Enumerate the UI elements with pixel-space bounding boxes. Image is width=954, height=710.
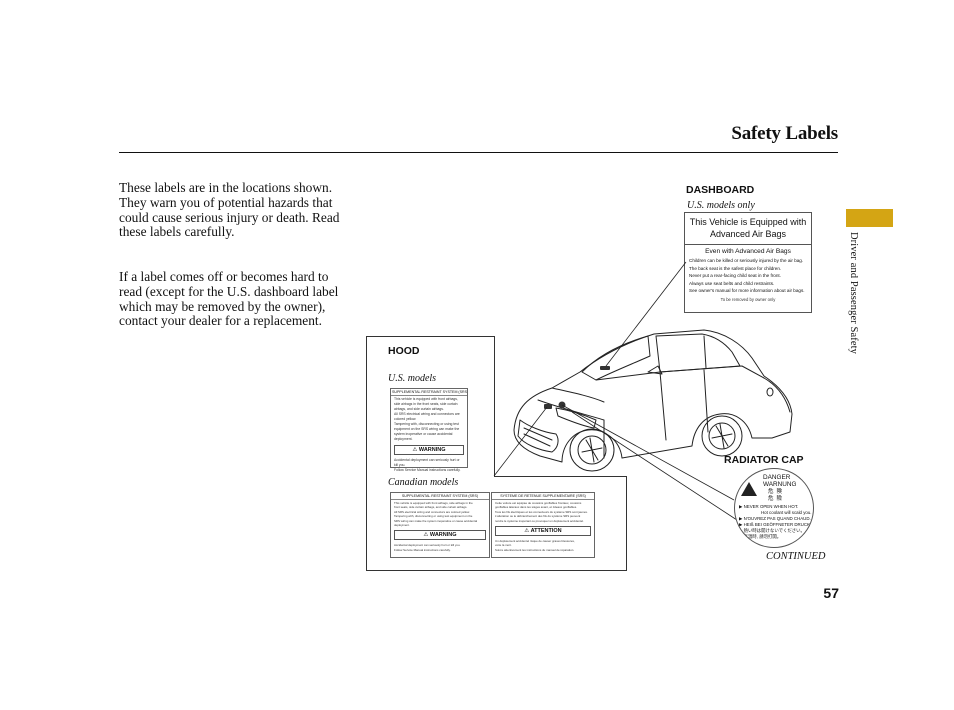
replacement-paragraph: If a label comes off or becomes hard to … bbox=[119, 269, 339, 329]
label-line: All SRS electrical wiring and connectors… bbox=[394, 412, 460, 416]
label-line: Un déploiement accidentel risque de caus… bbox=[495, 539, 575, 544]
radiator-warnung: WARNUNG bbox=[763, 481, 797, 488]
label-line: system inoperative or cause accidental bbox=[394, 432, 453, 436]
dashboard-label-lines: Children can be killed or seriously inju… bbox=[685, 255, 811, 297]
radiator-danger: DANGER bbox=[763, 474, 791, 481]
hood-us-label-title: SUPPLEMENTAL RESTRAINT SYSTEM (SRS) bbox=[391, 390, 467, 396]
dashboard-label-title: This Vehicle is Equipped with Advanced A… bbox=[685, 213, 811, 245]
canada-fr-warning: ⚠ ATTENTION bbox=[495, 526, 591, 537]
dashboard-label-line: Children can be killed or seriously inju… bbox=[689, 258, 804, 263]
hood-us-warning-lines: Accidental deployment can seriously hurt… bbox=[391, 457, 467, 474]
radiator-line: ▶ N'OUVREZ PAS QUAND CHAUD. bbox=[739, 516, 811, 521]
label-line: airbags, and side curtain airbags. bbox=[394, 407, 444, 411]
radiator-warning-lines: ▶ NEVER OPEN WHEN HOT. Hot coolant will … bbox=[739, 504, 812, 540]
label-line: This vehicle is equipped with front airb… bbox=[394, 501, 473, 505]
label-line: kill you. bbox=[394, 463, 406, 467]
label-line: L'altération ou le débranchement des fil… bbox=[495, 514, 581, 519]
radiator-line: ▶ HEIß BEI GEÖFFNETER DRUCK. bbox=[739, 522, 812, 527]
dashboard-label-line: Never put a rear-facing child seat in th… bbox=[689, 273, 781, 279]
label-line: colored yellow. bbox=[394, 417, 417, 421]
radiator-line: Hot coolant will scald you. bbox=[761, 510, 812, 515]
canada-fr-label-title: SYSTEME DE RETENUE SUPPLEMENTAIRE (SRS) bbox=[492, 493, 594, 500]
hood-us-label-lines: This vehicle is equipped with front airb… bbox=[391, 396, 467, 443]
section-side-label: Driver and Passenger Safety bbox=[848, 232, 859, 354]
hood-us-subheading: U.S. models bbox=[388, 373, 437, 384]
canada-fr-warning-lines: Un déploiement accidentel risque de caus… bbox=[492, 538, 594, 553]
label-line: gonflables latéraux dans les sièges avan… bbox=[495, 505, 577, 510]
radiator-cap-label: DANGER WARNUNG 危険 危險 ▶ NEVER OPEN WHEN H… bbox=[734, 468, 814, 548]
label-line: This vehicle is equipped with front airb… bbox=[394, 397, 458, 401]
title-rule bbox=[119, 152, 838, 153]
hood-canadian-subheading: Canadian models bbox=[388, 477, 459, 488]
radiator-cap-heading: RADIATOR CAP bbox=[724, 454, 804, 466]
label-line: All SRS electrical wiring and connectors… bbox=[394, 509, 470, 514]
intro-paragraph: These labels are in the locations shown.… bbox=[119, 180, 340, 240]
label-line: side airbags in the front seats, side cu… bbox=[394, 402, 458, 406]
canada-en-label-title: SUPPLEMENTAL RESTRAINT SYSTEM (SRS) bbox=[391, 493, 489, 500]
hood-heading: HOOD bbox=[388, 345, 420, 357]
dashboard-label-line: The back seat is the safest place for ch… bbox=[689, 265, 782, 271]
radiator-line: ▶ NEVER OPEN WHEN HOT. bbox=[739, 504, 799, 509]
dashboard-airbag-label: This Vehicle is Equipped with Advanced A… bbox=[684, 212, 812, 313]
radiator-line: ▶ 高溫時, 請勿打開。 bbox=[739, 534, 782, 539]
label-line: Suivre attentivement les instructions du… bbox=[495, 547, 575, 552]
label-line: Accidental deployment can seriously hurt… bbox=[394, 458, 460, 462]
label-line: deployment. bbox=[394, 523, 410, 528]
radiator-danger-text: DANGER WARNUNG bbox=[763, 474, 797, 488]
radiator-line: ▶ 熱い時は開けないでください。 bbox=[739, 528, 805, 533]
label-line: Accidental deployment can seriously hurt… bbox=[394, 543, 461, 548]
continued-note: CONTINUED bbox=[766, 551, 826, 562]
hood-canada-french-label: SYSTEME DE RETENUE SUPPLEMENTAIRE (SRS) … bbox=[491, 492, 595, 558]
canada-en-warning: ⚠ WARNING bbox=[394, 530, 486, 541]
dashboard-label-footer: To be removed by owner only bbox=[720, 296, 776, 302]
hood-us-warning: ⚠ WARNING bbox=[394, 445, 464, 455]
label-line: voire la mort. bbox=[495, 543, 512, 548]
canada-fr-label-lines: Cette voiture est équipée de coussins go… bbox=[492, 500, 594, 524]
hood-canada-english-label: SUPPLEMENTAL RESTRAINT SYSTEM (SRS) This… bbox=[390, 492, 490, 558]
warning-triangle-icon bbox=[741, 482, 757, 496]
label-line: Follow Service Manual instructions caref… bbox=[394, 468, 461, 472]
radiator-cjk-text: 危険 危險 bbox=[768, 489, 785, 503]
label-line: equipment on the SRS wiring can make the bbox=[394, 427, 460, 431]
page-title: Safety Labels bbox=[731, 123, 838, 144]
dashboard-label-line: Always use seat belts and child restrain… bbox=[689, 280, 775, 286]
canada-en-warning-lines: Accidental deployment can seriously hurt… bbox=[391, 542, 489, 553]
radiator-cjk-line: 危険 bbox=[768, 489, 786, 495]
hood-box-edge bbox=[494, 336, 495, 476]
label-line: Cette voiture est équipée de coussins go… bbox=[495, 501, 582, 505]
radiator-cjk-line: 危險 bbox=[768, 496, 786, 502]
canada-en-label-lines: This vehicle is equipped with front airb… bbox=[391, 500, 489, 528]
label-line: SRS wiring can make the system inoperati… bbox=[394, 518, 478, 523]
dashboard-label-line: See owner's manual for more information … bbox=[689, 288, 805, 294]
hood-box-step bbox=[494, 476, 627, 477]
label-line: Tous les fils électriques et les connect… bbox=[495, 509, 588, 514]
label-line: front seats, side curtain airbags, and s… bbox=[394, 505, 468, 510]
section-tab bbox=[846, 209, 893, 227]
dashboard-label-subtitle: Even with Advanced Air Bags bbox=[705, 248, 791, 255]
dashboard-subheading: U.S. models only bbox=[687, 200, 755, 211]
hood-us-srs-label: SUPPLEMENTAL RESTRAINT SYSTEM (SRS) This… bbox=[390, 388, 468, 472]
dashboard-heading: DASHBOARD bbox=[686, 184, 755, 196]
label-line: rendre le système inopérant ou provoquer… bbox=[495, 518, 584, 523]
label-line: deployment. bbox=[394, 437, 413, 441]
label-line: Tampering with, disconnecting or using t… bbox=[394, 422, 459, 426]
label-line: Tampering with, disconnecting or using t… bbox=[394, 514, 473, 519]
page-number: 57 bbox=[823, 585, 839, 601]
label-line: Follow Service Manual instructions caref… bbox=[394, 547, 451, 552]
